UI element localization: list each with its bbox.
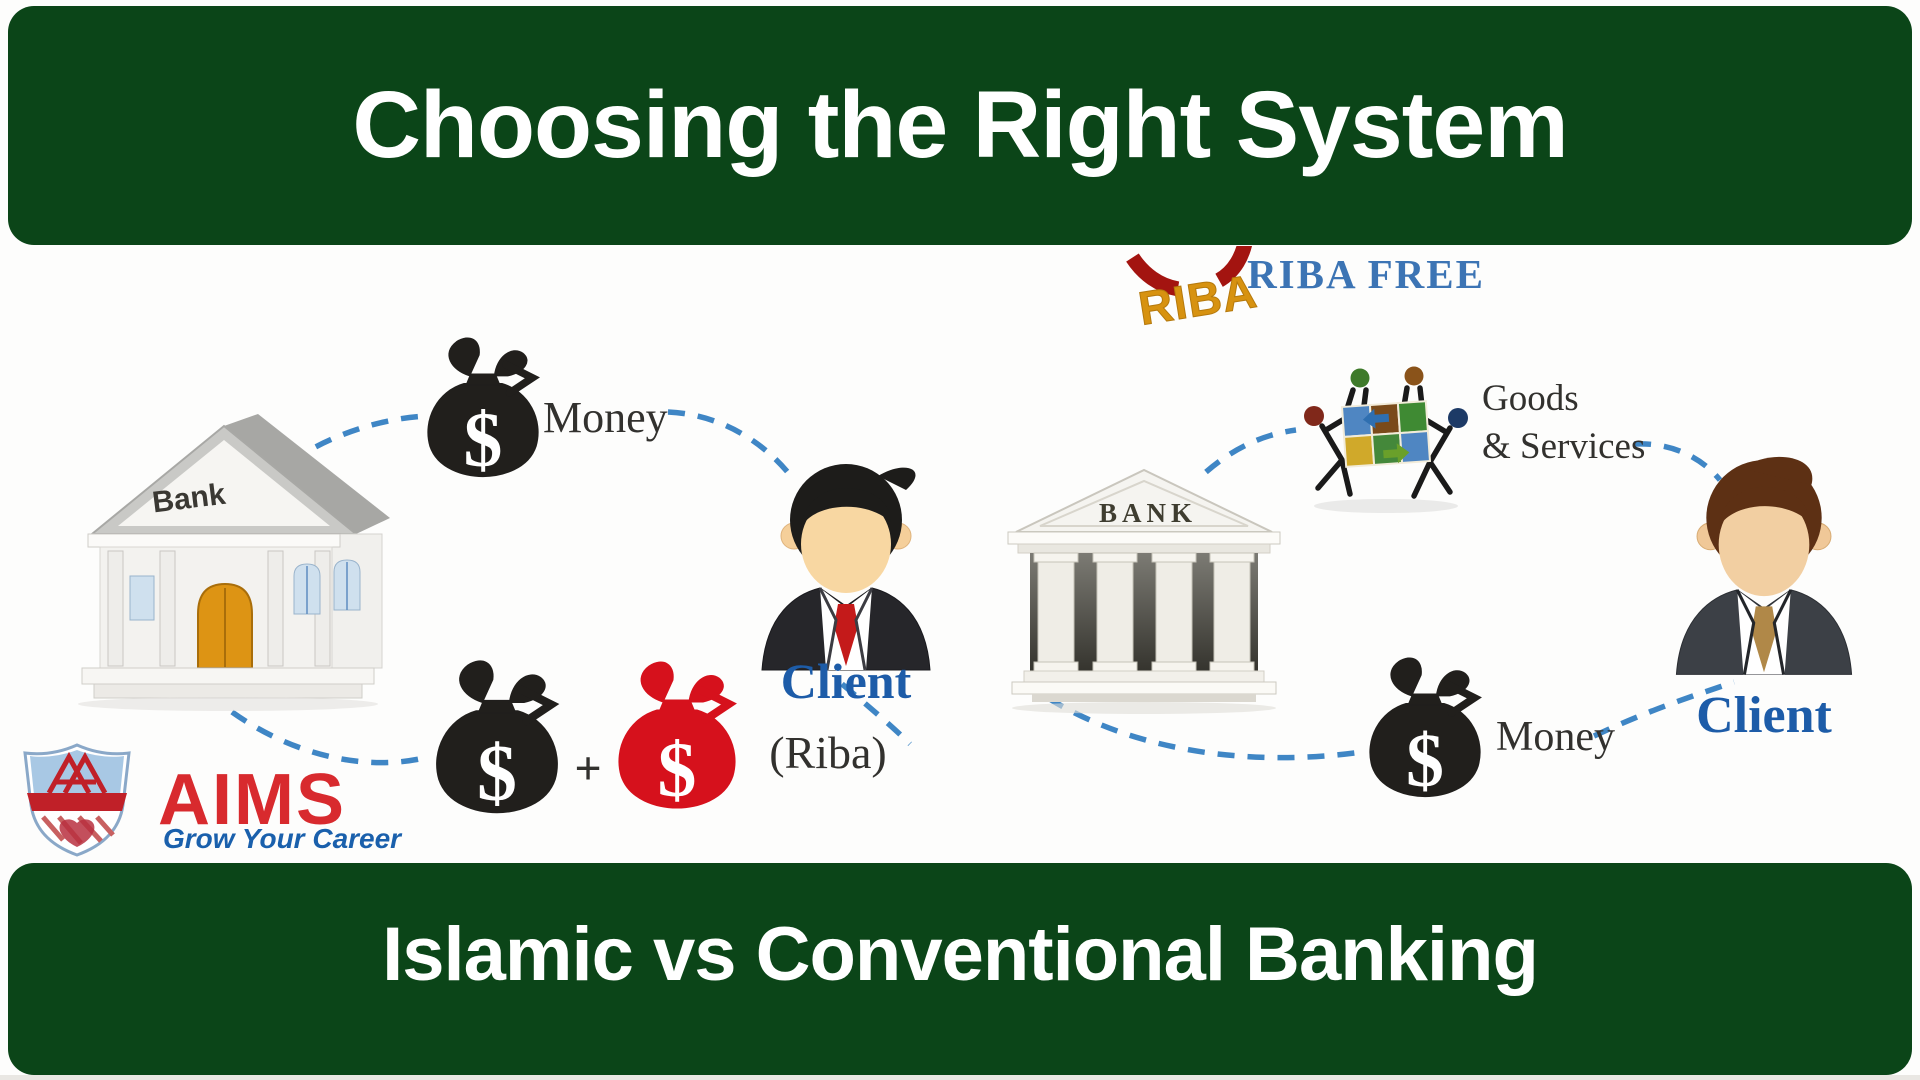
goods-label-line2: & Services [1482,426,1645,467]
dollar-symbol: $ [464,396,503,483]
client-icon [761,464,931,671]
money-label-conventional: Money [543,393,668,442]
footer-title: Islamic vs Conventional Banking [382,912,1539,997]
aims-shield-icon [23,743,131,857]
goods-services-icon [1304,366,1468,513]
islamic-bank-label: BANK [1099,498,1197,528]
riba-prohibited-icon: RIBA [1126,234,1261,335]
dashed-flow-line [840,681,912,746]
dashed-flow-line [1204,427,1297,475]
header-banner: Choosing the Right System [8,6,1912,245]
dollar-symbol: $ [1406,719,1444,803]
aims-tagline: Grow Your Career [163,823,403,854]
banking-diagram: Bank $ Money [23,234,1853,857]
islamic-bank-icon: BANK [1007,468,1281,714]
dashed-flow-line [1633,441,1723,482]
aims-wordmark: AIMS [158,760,346,840]
riba-free-label: RIBA FREE [1247,251,1485,297]
conventional-bank-icon: Bank [78,414,390,711]
money-label-islamic: Money [1496,714,1615,760]
dollar-symbol: $ [658,726,697,813]
client-icon [1675,456,1853,675]
aims-logo: AIMS Grow Your Career [23,743,403,857]
dashed-flow-line [230,709,425,766]
bank-window [129,575,155,621]
bottom-edge-strip [0,1075,1920,1080]
diagram-area: Bank $ Money [0,234,1920,863]
plus-sign: + [574,742,601,795]
client-label-islamic: Client [1696,687,1832,744]
footer-banner: Islamic vs Conventional Banking [8,863,1912,1075]
dollar-symbol: $ [477,730,517,818]
client-label-conventional: Client [781,653,912,709]
dashed-flow-line [288,413,429,465]
dashed-flow-line [1046,695,1363,761]
dashed-flow-line [667,409,797,482]
riba-label: (Riba) [769,727,887,778]
goods-label-line1: Goods [1482,378,1579,419]
page-title: Choosing the Right System [352,72,1568,178]
